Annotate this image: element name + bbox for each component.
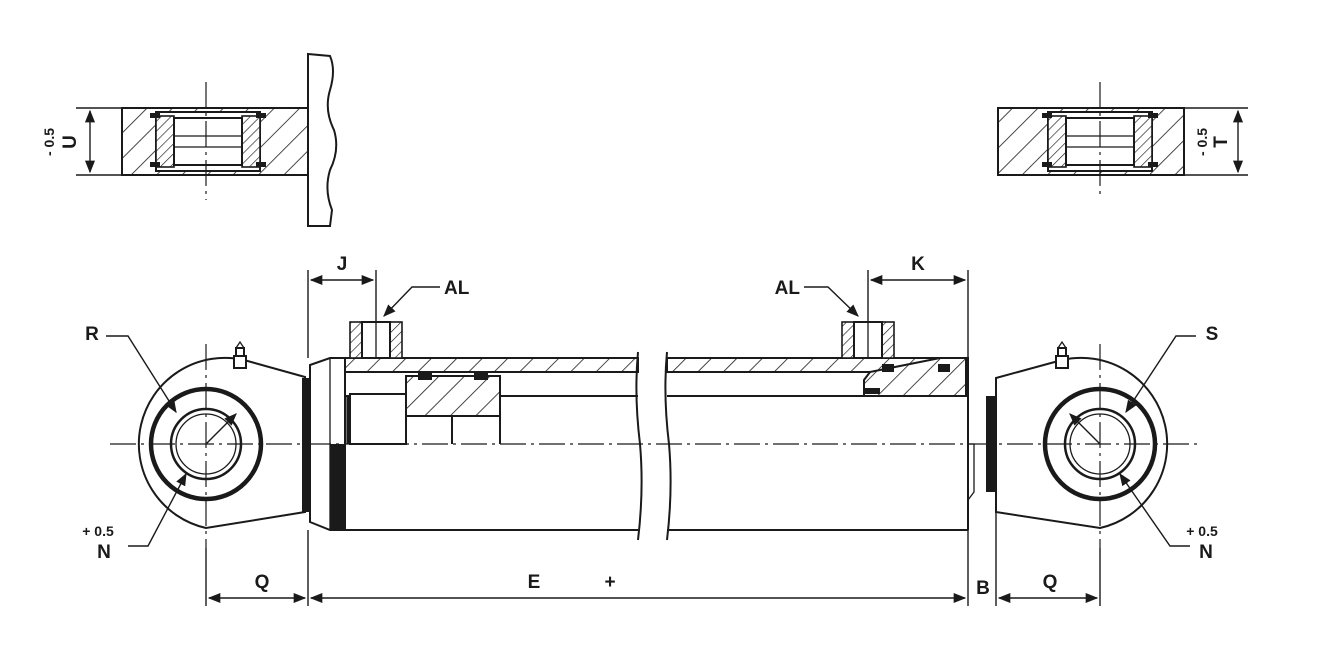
- dim-j-label: J: [337, 254, 348, 275]
- dim-e-label: E: [528, 572, 541, 593]
- dimensions: J K AL AL R S N + 0.5 N + 0.5: [82, 254, 1218, 606]
- dim-q-right-label: Q: [1043, 572, 1058, 593]
- bearing-detail-left: U - 0.5: [41, 52, 338, 227]
- dim-u-label: U: [60, 135, 81, 149]
- dim-e-tolerance: +: [604, 572, 615, 593]
- port-left: [349, 321, 403, 359]
- dim-n-right-tolerance: + 0.5: [1186, 523, 1218, 539]
- port-right: [841, 321, 895, 359]
- bearing-ring-left-a: [155, 115, 175, 168]
- grease-nipple-left: [233, 340, 247, 369]
- dim-n-left-label: N: [97, 542, 111, 563]
- dim-b-label: B: [976, 578, 990, 599]
- dim-s-label: S: [1206, 324, 1219, 345]
- rod-eye-right: [986, 340, 1169, 530]
- gland-right: [863, 357, 967, 397]
- grease-nipple-right: [1055, 340, 1069, 369]
- bearing-ring-left-b: [241, 115, 261, 168]
- dim-u-tolerance: - 0.5: [41, 128, 57, 156]
- dim-q-left-label: Q: [255, 572, 270, 593]
- bearing-inner-left: [173, 117, 243, 166]
- cylinder-assembly: [110, 321, 1200, 548]
- tube-wall-left: [344, 357, 639, 373]
- dim-al-right-label: AL: [775, 278, 801, 299]
- bearing-ring-right-a: [1047, 115, 1067, 168]
- mounting-plate-left: [307, 52, 338, 227]
- piston: [346, 372, 501, 445]
- dim-k-label: K: [911, 254, 925, 275]
- dim-r-label: R: [85, 324, 99, 345]
- dim-t-label: T: [1211, 136, 1232, 148]
- bearing-ring-right-b: [1133, 115, 1153, 168]
- rod-eye-left: [137, 340, 306, 530]
- tube-break-left: [635, 351, 643, 541]
- dim-n-right-label: N: [1199, 542, 1213, 563]
- dim-n-left-tolerance: + 0.5: [82, 523, 114, 539]
- dim-t-tolerance: - 0.5: [1194, 128, 1210, 156]
- tube-break-right: [664, 351, 672, 541]
- bearing-detail-right: T - 0.5: [997, 82, 1248, 196]
- dim-al-left-label: AL: [444, 278, 470, 299]
